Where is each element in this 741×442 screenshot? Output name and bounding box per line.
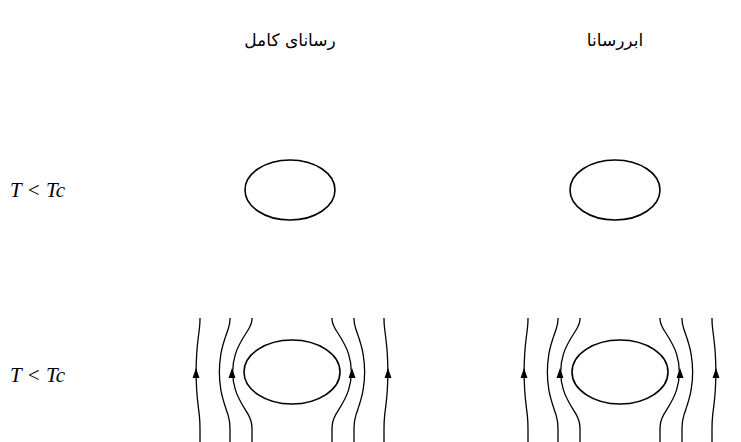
column-heading: رسانای کامل [244, 30, 336, 50]
field-line [196, 318, 200, 442]
field-line [524, 318, 528, 442]
field-line [354, 318, 365, 442]
field-arrow [385, 368, 392, 378]
field-line [660, 318, 679, 442]
row-label: T < Tc [10, 178, 65, 203]
field-line [547, 318, 558, 442]
field-line [384, 318, 388, 442]
field-arrow [229, 368, 236, 378]
field-arrow [193, 368, 200, 378]
field-line [332, 318, 351, 442]
field-line [233, 318, 252, 442]
field-arrow [349, 368, 356, 378]
field-arrow [713, 368, 720, 378]
field-arrow [521, 368, 528, 378]
field-line [219, 318, 230, 442]
field-line [712, 318, 716, 442]
column-heading: ابررسانا [587, 30, 643, 50]
field-line [682, 318, 693, 442]
sample-body [244, 340, 340, 404]
sample-body [245, 160, 335, 220]
row-label: T < Tc [10, 363, 65, 388]
sample-body [570, 160, 660, 220]
field-arrow [677, 368, 684, 378]
field-arrow [557, 368, 564, 378]
field-line [561, 318, 580, 442]
sample-body [572, 340, 668, 404]
